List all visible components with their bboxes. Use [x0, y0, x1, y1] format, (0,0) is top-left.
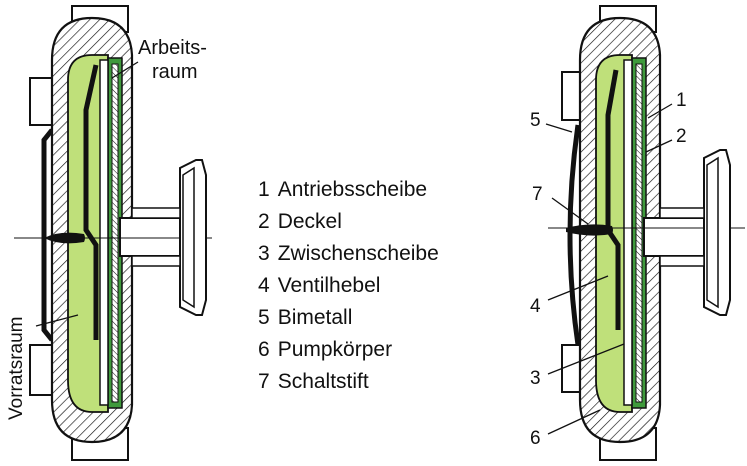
callout-4: 4 — [530, 296, 541, 317]
arbeitsraum-label-line1: Arbeits- — [138, 37, 207, 59]
left-pulley — [131, 159, 207, 316]
left-shaft — [119, 217, 181, 257]
left-valve-lever — [83, 64, 99, 340]
callout-5: 5 — [530, 110, 541, 131]
callout-6: 6 — [530, 428, 541, 449]
right-bimetal-strip — [567, 124, 581, 346]
callout-4-leader — [547, 275, 609, 301]
callout-2: 2 — [676, 126, 687, 147]
vorratsraum-label: Vorratsraum — [6, 317, 27, 420]
right-coupling-section: 1 2 5 7 4 3 6 — [530, 5, 745, 461]
right-shaft — [643, 217, 705, 257]
left-bimetal-strip — [41, 128, 54, 342]
left-drive-disc — [111, 63, 119, 403]
callout-2-leader — [645, 139, 673, 153]
right-drive-disc — [635, 63, 643, 403]
arbeitsraum-leader — [111, 61, 139, 79]
callout-3: 3 — [530, 368, 541, 389]
callout-6-leader — [547, 409, 601, 435]
right-intermediate-plate — [623, 59, 633, 406]
callout-1: 1 — [676, 90, 687, 111]
left-coupling-section: Arbeits- raum Vorratsraum — [6, 5, 212, 461]
left-bimetal-bracket — [29, 77, 56, 396]
arbeitsraum-label-line2: raum — [152, 61, 198, 83]
right-pulley — [659, 149, 731, 316]
vorratsraum-leader — [35, 314, 79, 327]
right-switch-pin — [566, 224, 613, 236]
callout-7-leader — [551, 197, 589, 225]
callout-5-leader — [545, 123, 573, 133]
callout-3-leader — [547, 343, 625, 375]
right-fluid-chamber — [595, 54, 633, 413]
left-intermediate-plate — [99, 59, 109, 406]
callout-1-leader — [647, 103, 673, 119]
callout-7: 7 — [532, 184, 543, 205]
